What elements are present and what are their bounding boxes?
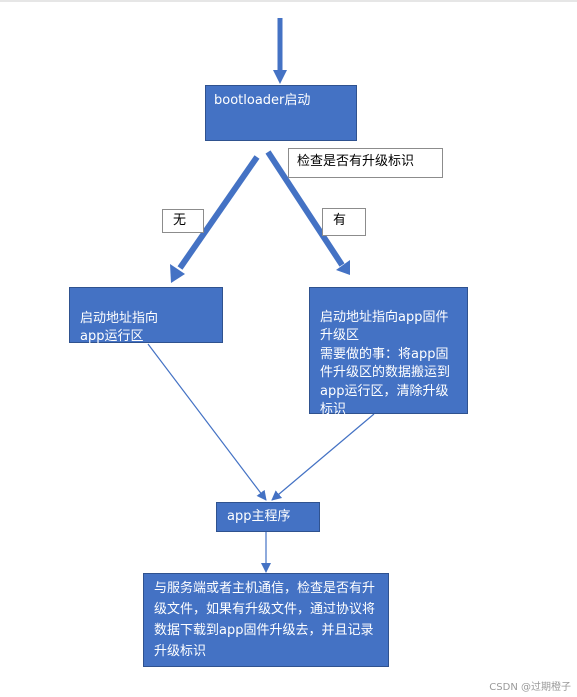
watermark: CSDN @过期橙子 (489, 682, 571, 693)
no-label-text: 无 (173, 213, 187, 228)
bottom-action-text: 与服务端或者主机通信，检查是否有升级文件，如果有升级文件，通过协议将数据下载到a… (154, 581, 376, 659)
left-branch-box: 启动地址指向 app运行区 (69, 287, 223, 344)
thick-arrow-entry (273, 18, 287, 84)
check-upgrade-label: 检查是否有升级标识 (288, 148, 443, 178)
thick-arrow-no (170, 155, 260, 283)
yes-label-text: 有 (333, 213, 347, 228)
right-branch-text: 启动地址指向app固件升级区 需要做的事：将app固件升级区的数据搬运到app运… (320, 309, 451, 418)
top-border (0, 0, 577, 2)
app-main-box: app主程序 (216, 502, 320, 532)
bootloader-label: bootloader启动 (214, 93, 311, 108)
arrow-left-to-app (147, 343, 267, 501)
no-label: 无 (162, 209, 204, 233)
left-branch-text: 启动地址指向 app运行区 (80, 311, 159, 344)
yes-label: 有 (322, 208, 366, 236)
app-main-text: app主程序 (227, 509, 291, 524)
bootloader-box: bootloader启动 (205, 85, 357, 141)
right-branch-box: 启动地址指向app固件升级区 需要做的事：将app固件升级区的数据搬运到app运… (309, 287, 468, 417)
bottom-action-box: 与服务端或者主机通信，检查是否有升级文件，如果有升级文件，通过协议将数据下载到a… (143, 573, 389, 667)
check-upgrade-text: 检查是否有升级标识 (297, 154, 415, 169)
arrow-right-to-app (271, 413, 375, 501)
thick-arrow-yes (265, 150, 350, 275)
